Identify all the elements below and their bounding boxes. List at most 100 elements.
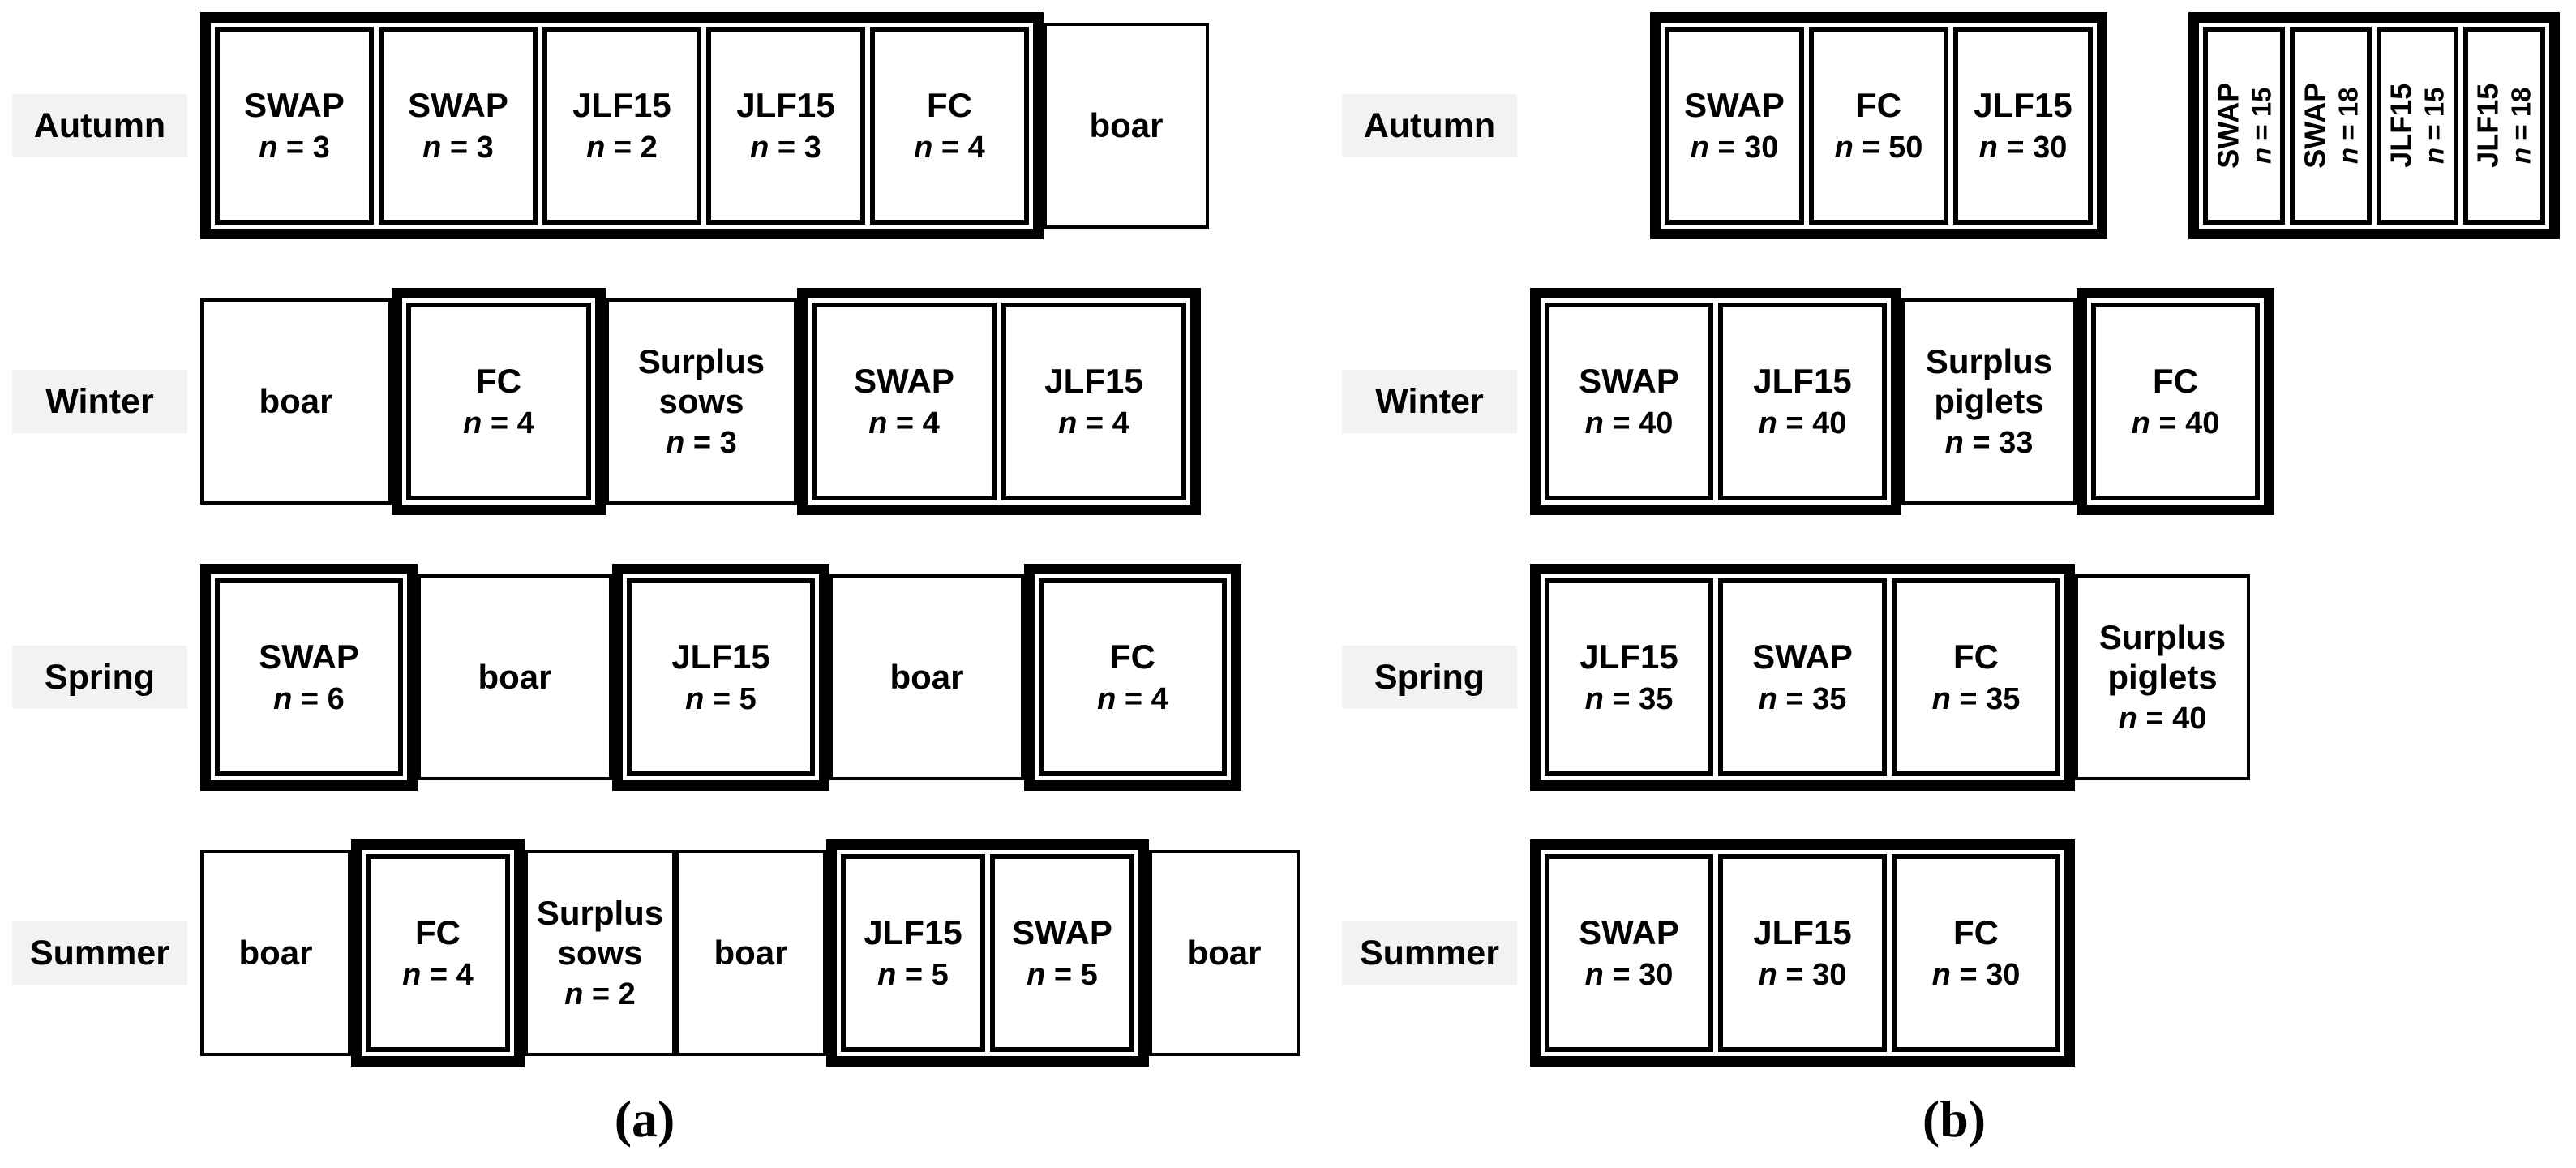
pen-cell-jlf15: JLF15 n = 3 bbox=[706, 27, 865, 225]
n-italic: n bbox=[402, 957, 422, 992]
pen-count: n = 3 bbox=[422, 131, 494, 165]
n-value: = 30 bbox=[1603, 957, 1674, 992]
pen-cell-swap: SWAP n = 3 bbox=[215, 27, 374, 225]
n-italic: n bbox=[1931, 957, 1951, 992]
season-label: Autumn bbox=[1342, 94, 1517, 157]
pen-label: SWAP bbox=[1684, 86, 1785, 125]
pen-label: boar bbox=[1187, 933, 1262, 972]
n-value: = 50 bbox=[1853, 130, 1923, 165]
n-value: = 5 bbox=[704, 681, 757, 716]
box-surplus-sows: Surplus sows n = 2 bbox=[525, 850, 675, 1056]
pen-count: n = 4 bbox=[1058, 406, 1129, 441]
pen-label: Surplus sows bbox=[536, 894, 664, 972]
pen-count: n = 30 bbox=[1691, 131, 1779, 165]
n-value: = 40 bbox=[2137, 701, 2207, 736]
pen-label: boar bbox=[478, 657, 552, 696]
n-value: = 4 bbox=[1077, 406, 1129, 440]
n-italic: n bbox=[666, 425, 685, 460]
n-italic: n bbox=[750, 130, 769, 165]
n-italic: n bbox=[1931, 681, 1951, 716]
n-value: = 30 bbox=[1708, 130, 1779, 165]
n-value: = 15 bbox=[2420, 87, 2450, 148]
pen-count: n = 40 bbox=[1759, 406, 1847, 441]
n-italic: n bbox=[586, 130, 606, 165]
pen-count: n = 35 bbox=[1585, 682, 1674, 717]
season-label: Winter bbox=[12, 370, 187, 433]
pen-cell-swap: SWAP n = 30 bbox=[1665, 27, 1804, 225]
pen-label: FC bbox=[1110, 638, 1155, 676]
n-value: = 3 bbox=[441, 130, 494, 165]
pen-label: JLF15 bbox=[736, 86, 835, 125]
pen-label: JLF15 bbox=[1974, 86, 2072, 125]
pen-count: n = 15 bbox=[2246, 88, 2277, 165]
pen-label: boar bbox=[889, 657, 964, 696]
pen-count: n = 3 bbox=[750, 131, 821, 165]
pen-label: JLF15 bbox=[2471, 83, 2505, 169]
n-value: = 2 bbox=[605, 130, 658, 165]
pen-count: n = 40 bbox=[1585, 406, 1674, 441]
n-value: = 4 bbox=[1116, 681, 1168, 716]
pen-count: n = 40 bbox=[2119, 702, 2207, 736]
pen-cell-fc: FC n = 4 bbox=[1039, 578, 1227, 776]
n-italic: n bbox=[1584, 957, 1604, 992]
pen-count: n = 4 bbox=[914, 131, 985, 165]
pen-count: n = 5 bbox=[685, 682, 757, 717]
pen-count: n = 18 bbox=[2333, 88, 2364, 165]
n-italic: n bbox=[2506, 148, 2537, 165]
season-label: Spring bbox=[1342, 646, 1517, 709]
pen-label: FC bbox=[1953, 638, 1999, 676]
n-value: = 6 bbox=[292, 681, 345, 716]
pen-count: n = 2 bbox=[586, 131, 658, 165]
n-italic: n bbox=[1584, 406, 1604, 440]
pen-count: n = 18 bbox=[2506, 88, 2537, 165]
n-value: = 5 bbox=[896, 957, 949, 992]
pen-label: SWAP bbox=[1752, 638, 1853, 676]
pen-label: FC bbox=[927, 86, 972, 125]
pen-label: FC bbox=[1856, 86, 1901, 125]
n-italic: n bbox=[1758, 957, 1777, 992]
n-italic: n bbox=[1690, 130, 1709, 165]
pen-count: n = 6 bbox=[273, 682, 345, 717]
n-value: = 4 bbox=[482, 406, 534, 440]
n-value: = 33 bbox=[1963, 425, 2034, 460]
pen-label: Surplus sows bbox=[637, 342, 765, 420]
n-italic: n bbox=[1097, 681, 1117, 716]
pen-label: boar bbox=[238, 933, 313, 972]
n-italic: n bbox=[868, 406, 888, 440]
pen-label: SWAP bbox=[244, 86, 345, 125]
n-value: = 2 bbox=[583, 977, 636, 1011]
n-value: = 15 bbox=[2246, 87, 2277, 148]
n-italic: n bbox=[273, 681, 293, 716]
pen-label: JLF15 bbox=[2384, 83, 2418, 169]
pen-label: boar bbox=[259, 381, 333, 420]
pen-count: n = 2 bbox=[564, 977, 636, 1012]
pen-count: n = 3 bbox=[259, 131, 330, 165]
